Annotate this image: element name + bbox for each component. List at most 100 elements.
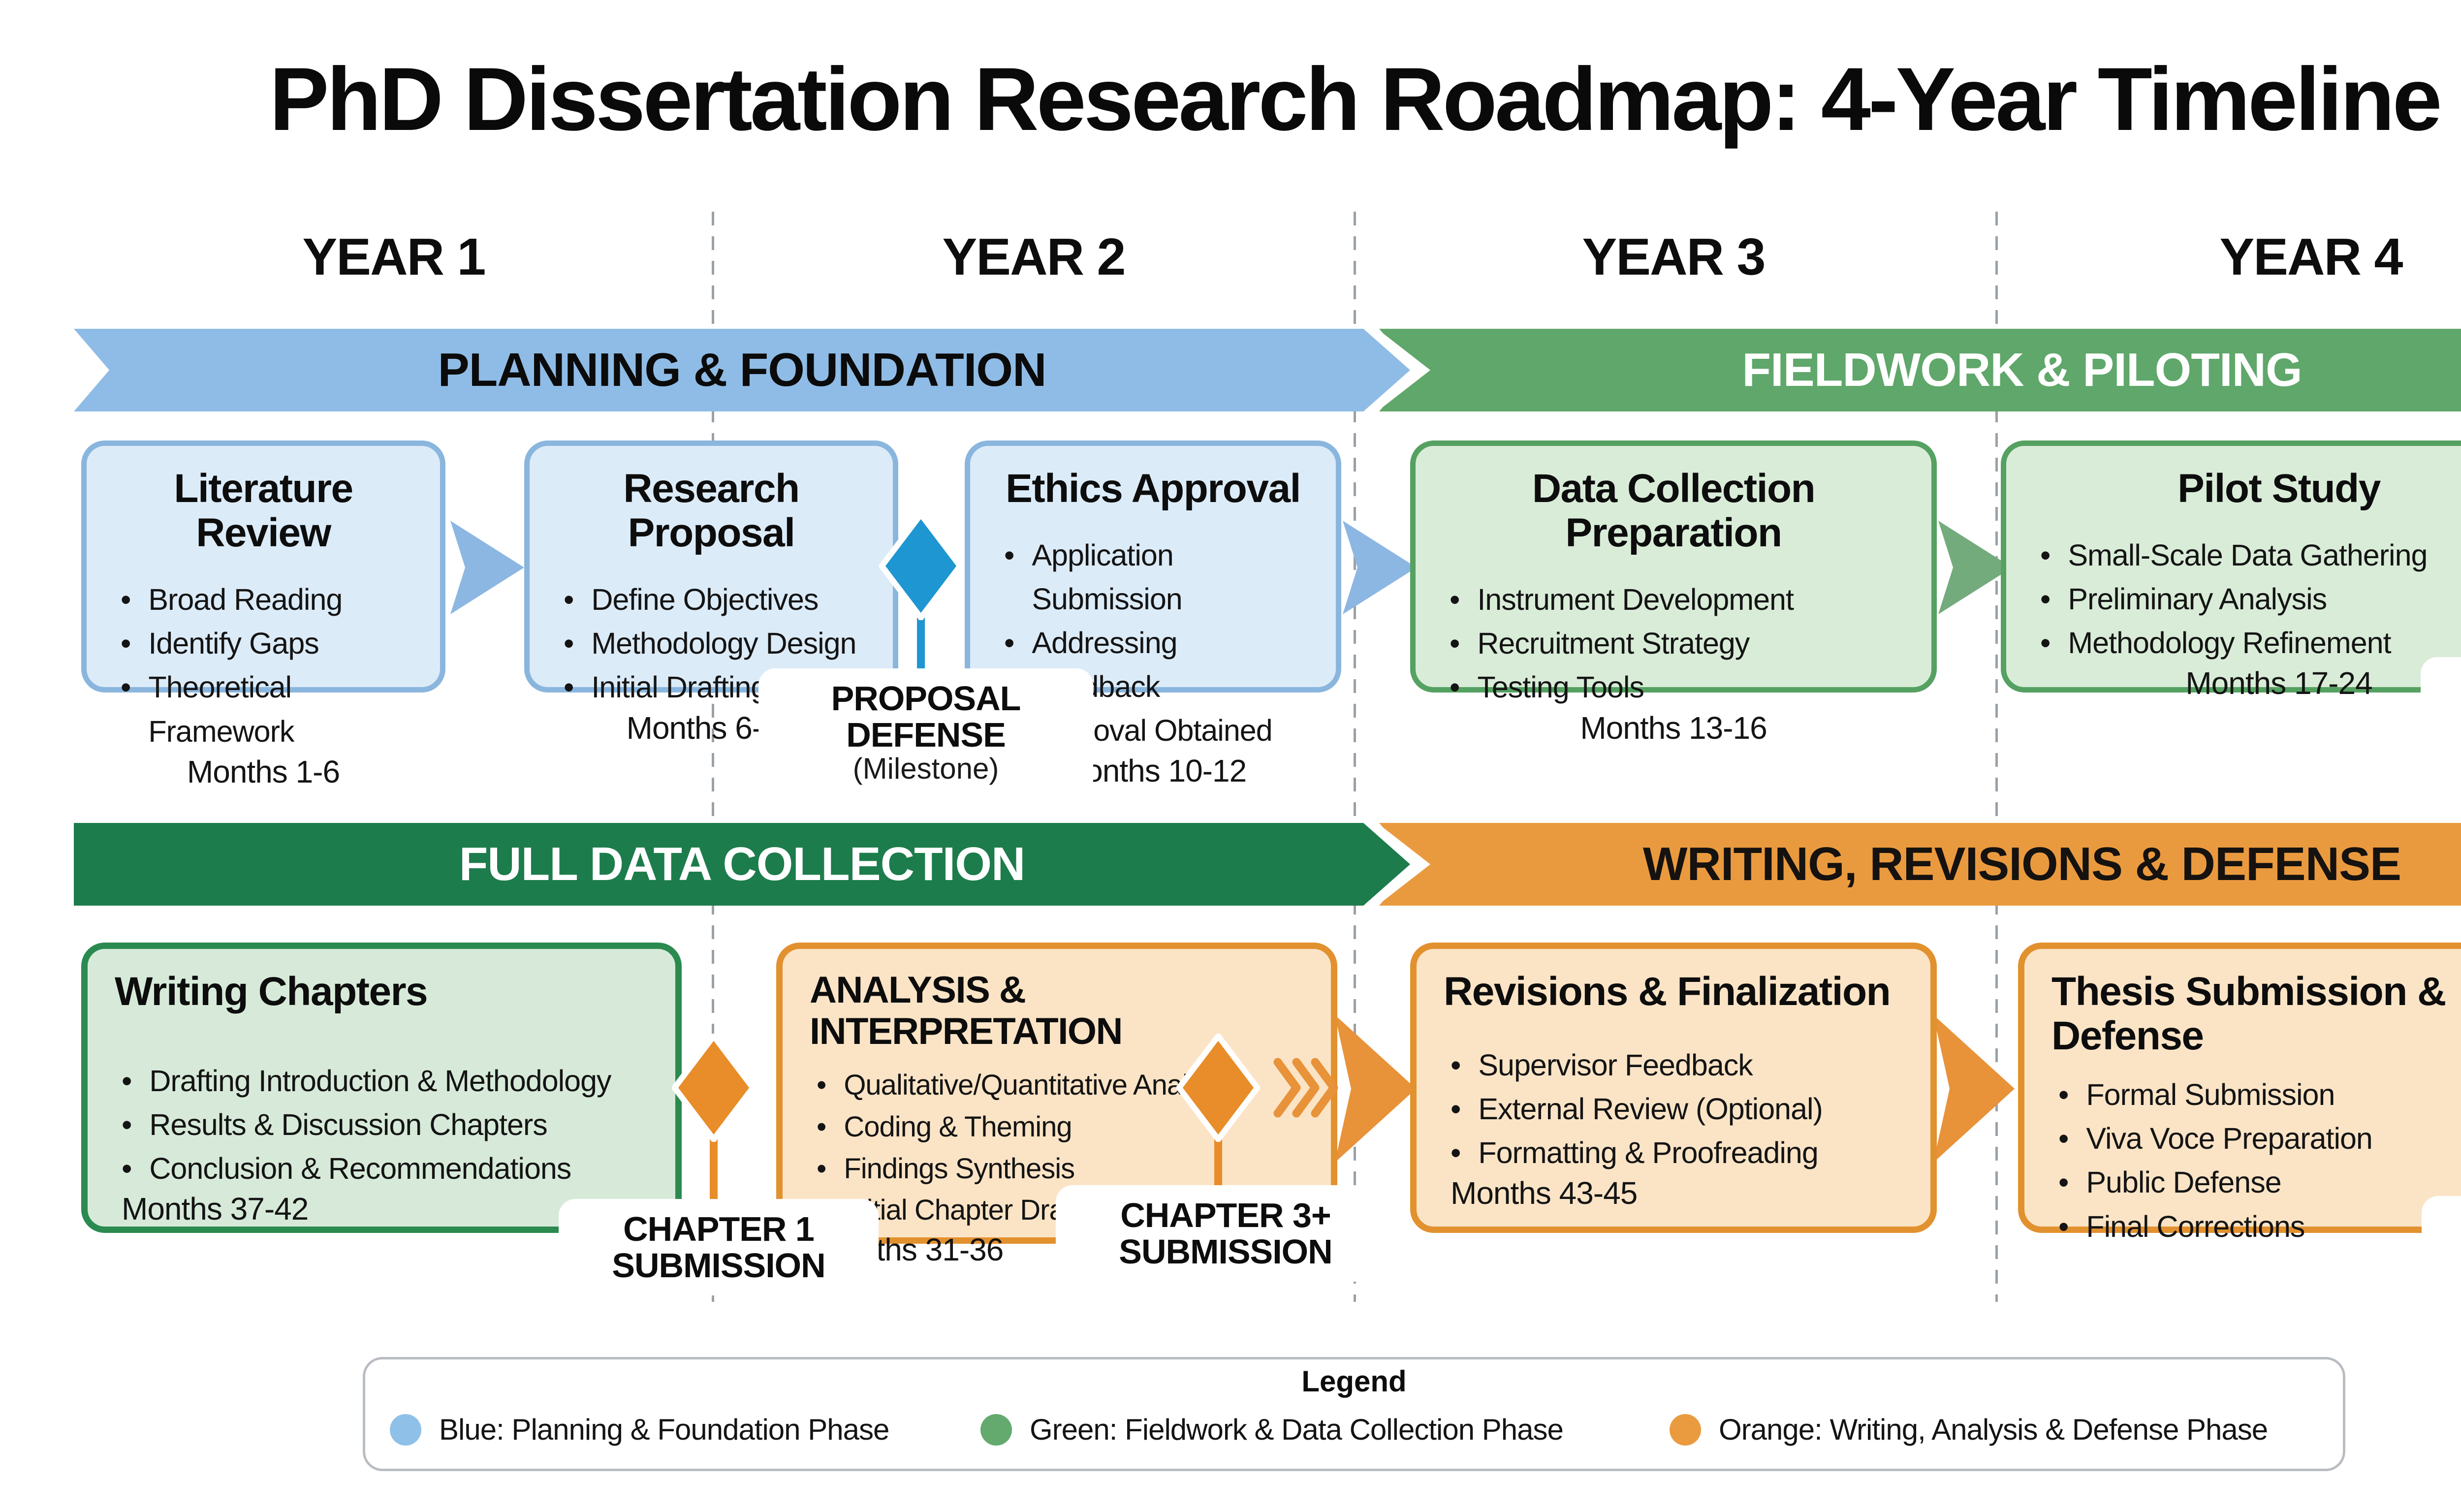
bullet-list: Small-Scale Data Gathering Preliminary A… (2033, 534, 2461, 665)
bullet-list: Define Objectives Methodology Design Ini… (557, 578, 866, 709)
milestone-label-data-collection-complete: DATA COLLECTION COMPLETE (Milestone) (2421, 657, 2461, 822)
milestone-label-chapter-3plus-submission: CHAPTER 3+ SUBMISSION (1056, 1185, 1395, 1282)
phase-band-full-data-collection: FULL DATA COLLECTION (74, 823, 1410, 906)
year-2-header: YEAR 2 (942, 228, 1126, 286)
task-box-ethics-approval: Ethics Approval Application Submission A… (965, 441, 1341, 788)
milestone-stem (1214, 1132, 1222, 1194)
year-divider-3 (1995, 212, 1998, 1302)
months-label: Months 1-6 (187, 754, 340, 789)
bullet-item: Instrument Development (1450, 578, 1904, 622)
months-label: Months 43-45 (1451, 1175, 1638, 1211)
milestone-line: DEFENSE (846, 716, 1006, 755)
bullet-item: Identify Gaps (121, 622, 413, 665)
bullet-item: Small-Scale Data Gathering (2040, 534, 2461, 577)
box-title: Research Proposal (623, 466, 800, 556)
chapter-1-submission-diamond-icon (672, 1034, 756, 1142)
milestone-sub: (Milestone) (852, 752, 999, 786)
bullet-item: Methodology Refinement (2040, 621, 2461, 665)
box-title: Pilot Study (2177, 466, 2381, 511)
chapter-3plus-submission-diamond-icon (1176, 1034, 1260, 1142)
year-3-header: YEAR 3 (1582, 228, 1766, 286)
legend-title: Legend (1301, 1365, 1407, 1398)
milestone-line: CHAPTER 1 (623, 1210, 815, 1248)
phase-label: WRITING, REVISIONS & DEFENSE (1642, 838, 2401, 890)
bullet-item: Formatting & Proofreading (1451, 1131, 1903, 1175)
box-title: ANALYSIS & INTERPRETATION (810, 969, 1123, 1052)
phase-band-planning-foundation: PLANNING & FOUNDATION (74, 329, 1410, 411)
milestone-line: COLLECTION (2426, 705, 2461, 742)
months-label: Months 17-24 (2185, 665, 2372, 701)
triple-chevron-icon (1273, 1058, 1338, 1118)
phase-label: FIELDWORK & PILOTING (1742, 344, 2302, 396)
milestone-line: SUBMISSION (1119, 1232, 1332, 1271)
bullet-list: Supervisor Feedback External Review (Opt… (1444, 1043, 1903, 1175)
months-label: Months 37-42 (122, 1191, 309, 1227)
phase-band-fieldwork-piloting: FIELDWORK & PILOTING (1379, 329, 2461, 411)
bullet-item: Methodology Design (564, 622, 866, 665)
phase-label: FULL DATA COLLECTION (459, 838, 1026, 890)
box-title: Data Collection Preparation (1532, 466, 1816, 556)
milestone-line: CHAPTER 3+ (1120, 1196, 1331, 1234)
task-box-thesis-submission-defense: Thesis Submission & Defense Formal Submi… (2018, 943, 2461, 1243)
bullet-item: External Review (Optional) (1451, 1087, 1903, 1131)
bullet-item: Theoretical Framework (121, 665, 413, 753)
bullet-item: Viva Voce Preparation (2058, 1117, 2461, 1161)
orange-dot-icon (1670, 1414, 1701, 1446)
box-title: Revisions & Finalization (1444, 969, 1891, 1014)
legend-item-green: Green: Fieldwork & Data Collection Phase (980, 1413, 1564, 1447)
bullet-list: Drafting Introduction & Methodology Resu… (115, 1059, 648, 1191)
milestone-line: PROPOSAL (831, 679, 1021, 718)
bullet-item: Conclusion & Recommendations (122, 1147, 648, 1191)
legend-box: Legend Blue: Planning & Foundation Phase… (363, 1357, 2345, 1471)
bullet-item: Findings Synthesis (817, 1148, 1304, 1190)
phase-label: PLANNING & FOUNDATION (438, 344, 1047, 396)
box-title: Ethics Approval (1006, 466, 1301, 511)
milestone-label-defense-graduation: DEFENSE & GRADUATION (Milestone) (2422, 1196, 2461, 1324)
bullet-item: Final Corrections (2058, 1205, 2461, 1249)
task-box-data-collection-preparation: Data Collection Preparation Instrument D… (1410, 441, 1937, 746)
legend-item-label: Blue: Planning & Foundation Phase (439, 1413, 889, 1446)
phase-band-writing-revisions-defense: WRITING, REVISIONS & DEFENSE (1379, 823, 2461, 906)
task-box-pilot-study: Pilot Study Small-Scale Data Gathering P… (2001, 441, 2461, 701)
green-dot-icon (980, 1414, 1012, 1446)
bullet-item: Results & Discussion Chapters (122, 1103, 648, 1147)
milestone-label-proposal-defense: PROPOSAL DEFENSE (Milestone) (758, 668, 1093, 796)
box-title: Thesis Submission & Defense (2051, 969, 2446, 1059)
months-label: Months 13-16 (1580, 710, 1767, 746)
bullet-item: Coding & Theming (817, 1106, 1304, 1148)
arrow-right-icon (1933, 1015, 2015, 1163)
legend-item-label: Orange: Writing, Analysis & Defense Phas… (1719, 1413, 2268, 1446)
bullet-item: Initial Drafting (564, 665, 866, 709)
bullet-item: Define Objectives (564, 578, 866, 622)
task-box-research-proposal: Research Proposal Define Objectives Meth… (524, 441, 898, 746)
bullet-item: Application Submission (1004, 534, 1309, 621)
milestone-sub: (Milestone) (2427, 1281, 2461, 1312)
page-title: PhD Dissertation Research Roadmap: 4-Yea… (269, 49, 2442, 149)
legend-item-orange: Orange: Writing, Analysis & Defense Phas… (1670, 1413, 2268, 1447)
year-1-header: YEAR 1 (302, 228, 486, 286)
bullet-list: Instrument Development Recruitment Strat… (1443, 578, 1904, 709)
proposal-defense-diamond-icon (879, 512, 963, 620)
bullet-item: Public Defense (2058, 1161, 2461, 1204)
arrow-right-icon (450, 521, 524, 614)
bullet-item: Formal Submission (2058, 1073, 2461, 1117)
milestone-line: COMPLETE (2426, 742, 2461, 778)
blue-dot-icon (390, 1414, 421, 1446)
milestone-label-chapter-1-submission: CHAPTER 1 SUBMISSION (559, 1199, 879, 1296)
bullet-item: Qualitative/Quantitative Analysis (817, 1065, 1304, 1106)
bullet-item: Drafting Introduction & Methodology (122, 1059, 648, 1103)
legend-item-blue: Blue: Planning & Foundation Phase (390, 1413, 889, 1447)
milestone-line: SUBMISSION (612, 1246, 825, 1285)
bullet-item: Supervisor Feedback (1451, 1043, 1903, 1087)
milestone-stem (710, 1132, 718, 1208)
milestone-stem (917, 610, 925, 684)
milestone-line: DATA (2426, 669, 2461, 705)
milestone-sub: (Milestone) (2426, 779, 2461, 810)
box-title: Writing Chapters (115, 969, 428, 1014)
year-divider-1 (712, 212, 714, 1302)
bullet-item: Testing Tools (1450, 665, 1904, 709)
legend-item-label: Green: Fieldwork & Data Collection Phase (1030, 1413, 1564, 1446)
bullet-list: Broad Reading Identify Gaps Theoretical … (114, 578, 413, 753)
bullet-list: Qualitative/Quantitative Analysis Coding… (810, 1065, 1304, 1231)
